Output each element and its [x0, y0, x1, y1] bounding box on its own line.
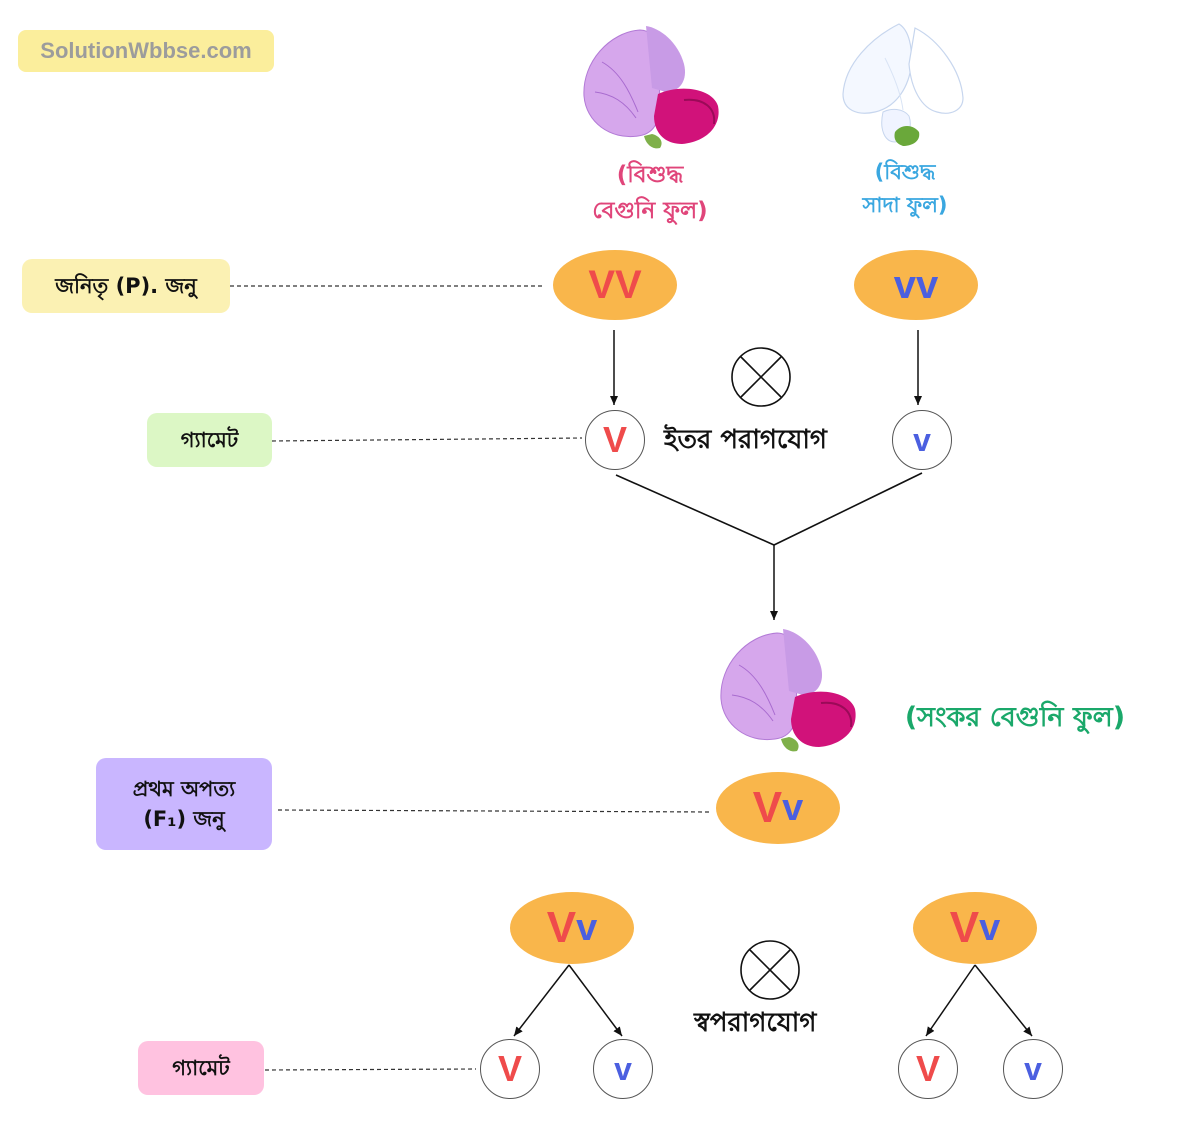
gamete-dominant: V: [480, 1039, 540, 1099]
gamete-label-1: গ্যামেট: [147, 413, 272, 467]
self-pollination-label: স্বপরাগযোগ: [694, 1008, 817, 1038]
gamete-recessive: v: [593, 1039, 653, 1099]
split-arrow: [925, 964, 976, 1037]
self-right-allele-dominant: V: [949, 903, 980, 952]
purple-caption-line2: বেগুনি ফুল): [592, 197, 708, 224]
gamete-text-2: গ্যামেট: [172, 1055, 230, 1080]
parent-generation-label: জনিতৃ (P). জনু: [22, 259, 230, 313]
f1-allele-dominant: V: [752, 783, 783, 832]
gamete-dominant: V: [585, 410, 645, 470]
gamete-dominant: V: [898, 1039, 958, 1099]
parent-generation-text: জনিতৃ (P). জনু: [55, 273, 197, 298]
cross-symbol-icon: [731, 347, 791, 407]
watermark-badge: SolutionWbbse.com: [18, 30, 274, 72]
self-right-allele-recessive: v: [979, 906, 1001, 949]
white-pea-flower-icon: [842, 23, 964, 146]
dashed-leader-gamete-1: [271, 437, 583, 442]
purple-caption-line1: (বিশুদ্ধ: [616, 162, 684, 188]
self-left-allele-dominant: V: [546, 903, 577, 952]
merge-line-right: [773, 472, 923, 546]
f1-allele-recessive: v: [782, 786, 804, 829]
gamete-label-2: গ্যামেট: [138, 1041, 264, 1095]
hybrid-flower-caption: (সংকর বেগুনি ফুল): [904, 702, 1126, 733]
cross-pollination-label: ইতর পরাগযোগ: [664, 425, 827, 455]
genotype-parent-purple: VV: [553, 250, 677, 320]
f1-label-line1: প্রথম অপত্য: [132, 776, 236, 801]
purple-pea-flower-icon: [720, 629, 856, 752]
gamete-text-1: গ্যামেট: [180, 427, 239, 452]
cross-symbol-icon: [740, 940, 800, 1000]
f1-generation-label: প্রথম অপত্য (F₁) জনু: [96, 758, 272, 850]
white-caption-line1: (বিশুদ্ধ: [874, 160, 936, 184]
purple-pea-flower-icon: [583, 26, 719, 149]
split-arrow: [513, 964, 570, 1037]
gamete-recessive: v: [1003, 1039, 1063, 1099]
merge-line-left: [615, 474, 775, 546]
dashed-leader-gamete-2: [264, 1068, 477, 1071]
white-flower-caption: (বিশুদ্ধ সাদা ফুল): [815, 156, 995, 221]
gamete-recessive: v: [892, 410, 952, 470]
genotype-parent-white: vv: [854, 250, 978, 320]
split-arrow: [568, 964, 623, 1037]
purple-flower-caption: (বিশুদ্ধ বেগুনি ফুল): [545, 158, 755, 229]
split-arrow: [974, 964, 1033, 1037]
dashed-leader-f1: [277, 809, 711, 813]
f1-label-line2: (F₁) জনু: [143, 807, 225, 831]
white-caption-line2: সাদা ফুল): [862, 192, 948, 217]
self-left-allele-recessive: v: [576, 906, 598, 949]
